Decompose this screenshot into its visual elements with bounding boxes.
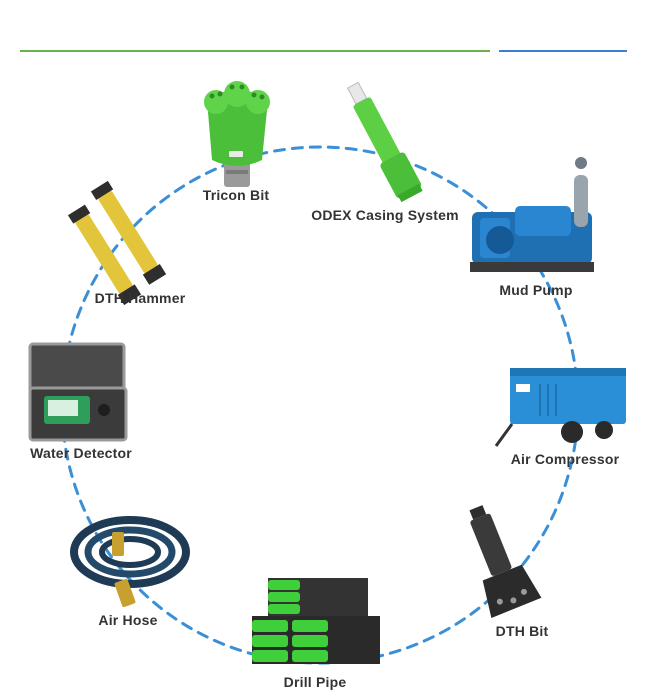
label-mud-pump: Mud Pump (499, 282, 573, 298)
label-tricon-bit: Tricon Bit (202, 187, 270, 203)
label-odex-casing: ODEX Casing System (311, 207, 459, 223)
mud-pump-icon (470, 157, 594, 272)
air-compressor-icon (494, 368, 626, 447)
label-dth-bit: DTH Bit (495, 623, 549, 639)
drill-pipe-icon (252, 578, 380, 664)
label-dth-hammer: DTH Hammer (94, 290, 186, 306)
header-rule-blue (499, 50, 627, 52)
dth-hammer-icon (67, 180, 167, 306)
label-water-detector: Water Detector (30, 445, 132, 461)
label-drill-pipe: Drill Pipe (283, 674, 347, 690)
label-air-compressor: Air Compressor (510, 451, 620, 467)
air-hose-icon (70, 516, 190, 608)
header-rule-green (20, 50, 490, 52)
water-detector-icon (28, 342, 128, 442)
label-air-hose: Air Hose (98, 612, 158, 628)
tricon-bit-icon (204, 81, 270, 187)
dth-bit-icon (469, 505, 542, 618)
odex-casing-icon (346, 81, 423, 203)
